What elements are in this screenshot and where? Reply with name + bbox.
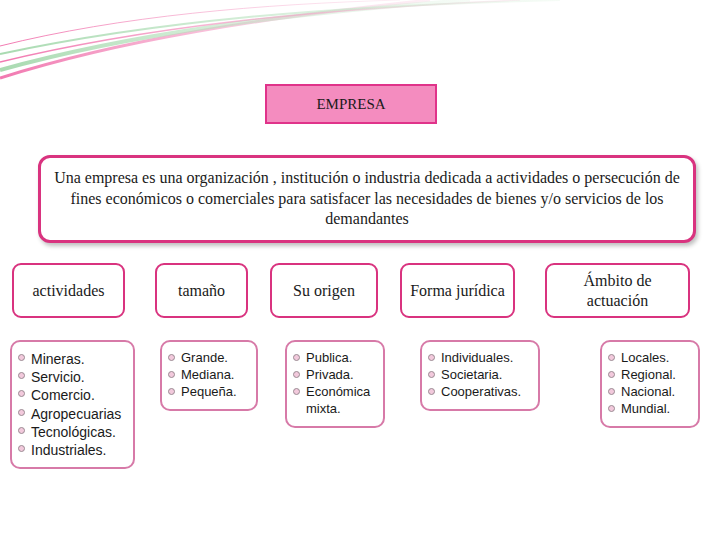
list-box: Individuales.Societaria.Cooperativas.	[420, 340, 540, 411]
box-label: Forma jurídica	[408, 281, 507, 300]
list-item: Nacional.	[608, 384, 692, 401]
list-item: Mediana.	[168, 367, 250, 384]
list-item: Locales.	[608, 350, 692, 367]
definition-box: Una empresa es una organización , instit…	[38, 155, 696, 243]
list-box: Mineras.Servicio.Comercio.AgropecuariasT…	[10, 340, 135, 469]
box-label: EMPRESA	[275, 96, 427, 113]
list-item: Comercio.	[18, 386, 127, 404]
list-item: Industriales.	[18, 441, 127, 459]
category-box: tamaño	[155, 263, 248, 318]
list-box: Grande.Mediana.Pequeña.	[160, 340, 258, 411]
list-item: Pequeña.	[168, 384, 250, 401]
list-item: Privada.	[293, 367, 377, 384]
category-box: actividades	[12, 263, 125, 318]
box-label: Su origen	[278, 281, 370, 300]
list-item: Regional.	[608, 367, 692, 384]
category-box: Su origen	[270, 263, 378, 318]
list-box: Locales.Regional.Nacional.Mundial.	[600, 340, 700, 428]
category-box: Forma jurídica	[400, 263, 515, 318]
category-box: Ámbito de actuación	[545, 263, 690, 318]
title-box: EMPRESA	[265, 84, 437, 124]
box-label: Ámbito de actuación	[553, 271, 682, 309]
list-item: Societaria.	[428, 367, 532, 384]
list-item: Individuales.	[428, 350, 532, 367]
list-item: Mundial.	[608, 401, 692, 418]
list-item: Servicio.	[18, 368, 127, 386]
list-item: Mineras.	[18, 350, 127, 368]
box-label: tamaño	[163, 281, 240, 300]
list-item: Tecnológicas.	[18, 423, 127, 441]
box-label: actividades	[20, 281, 117, 300]
list-item: Publica.	[293, 350, 377, 367]
box-label: Una empresa es una organización , instit…	[51, 168, 683, 230]
list-item: Cooperativas.	[428, 384, 532, 401]
list-item: Grande.	[168, 350, 250, 367]
list-box: Publica.Privada.Económica mixta.	[285, 340, 385, 428]
list-item: Agropecuarias	[18, 405, 127, 423]
list-item: Económica mixta.	[293, 384, 377, 418]
